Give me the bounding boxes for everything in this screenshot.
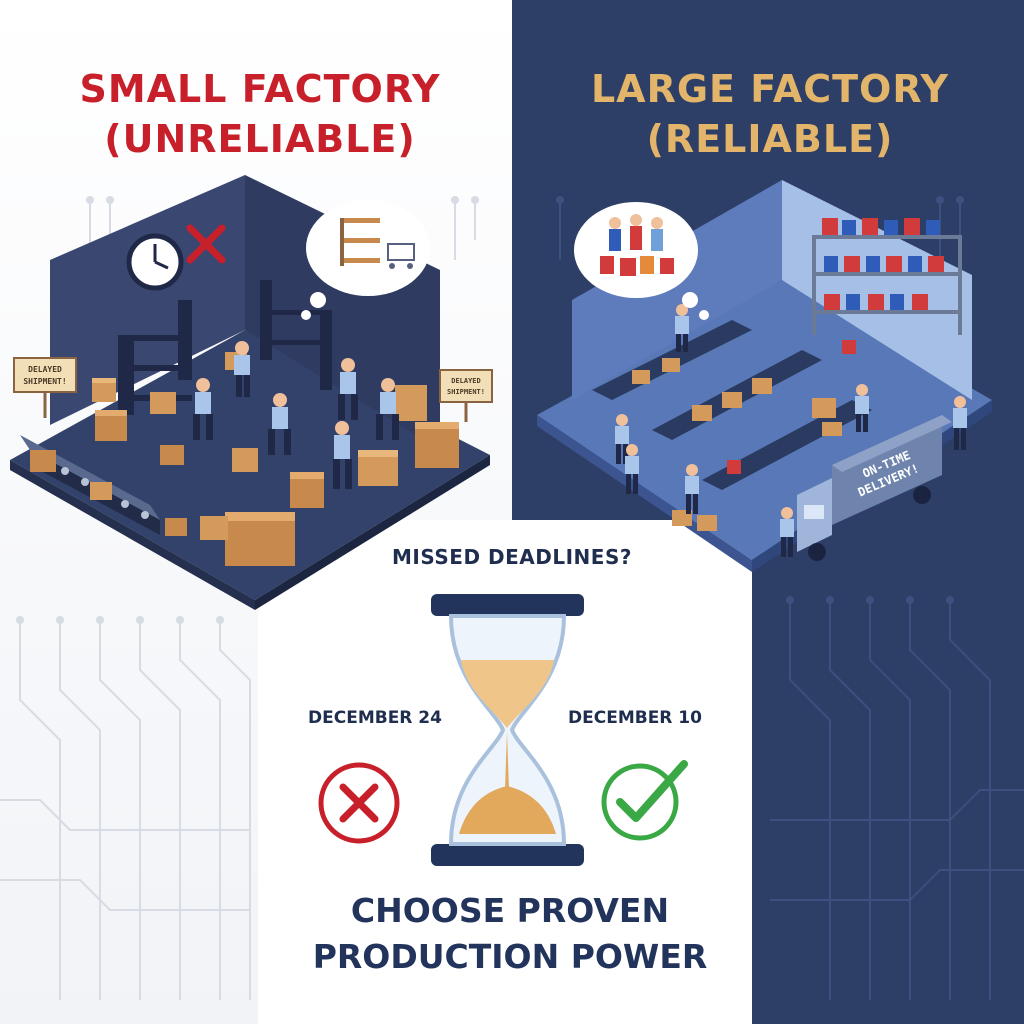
sign-left-line2: SHIPMENT! bbox=[23, 377, 66, 386]
sign-left-line1: DELAYED bbox=[28, 365, 62, 374]
large-factory-title: LARGE FACTORY (RELIABLE) bbox=[570, 64, 970, 164]
cta-line2: PRODUCTION POWER bbox=[312, 937, 708, 976]
small-factory-scene: DELAYED SHIPMENT! DELAYED SHIPMENT! bbox=[10, 175, 493, 610]
large-factory-scene: ON-TIME DELIVERY! bbox=[537, 180, 992, 572]
wall-x-icon bbox=[186, 224, 226, 264]
efficient-workers bbox=[615, 304, 967, 557]
hourglass-icon bbox=[431, 594, 584, 866]
small-factory-title-line1: SMALL FACTORY bbox=[79, 67, 441, 111]
small-factory-title-line2: (UNRELIABLE) bbox=[104, 117, 416, 161]
large-factory-title-line1: LARGE FACTORY bbox=[590, 67, 950, 111]
stressed-workers bbox=[193, 341, 399, 489]
date-right: DECEMBER 10 bbox=[568, 708, 702, 728]
large-factory-title-line2: (RELIABLE) bbox=[646, 117, 894, 161]
missed-deadlines-question: MISSED DEADLINES? bbox=[392, 545, 632, 569]
empty-shelves-thought-bubble bbox=[301, 200, 430, 320]
gift-shelves bbox=[812, 218, 962, 335]
sign-right-line2: SHIPMENT! bbox=[447, 388, 485, 396]
check-circle-icon bbox=[601, 760, 688, 841]
cta-line1: CHOOSE PROVEN bbox=[350, 891, 670, 930]
x-circle-icon bbox=[318, 762, 400, 844]
call-to-action: CHOOSE PROVEN PRODUCTION POWER bbox=[280, 888, 740, 980]
delayed-shipment-sign-right: DELAYED SHIPMENT! bbox=[439, 369, 493, 422]
small-factory-title: SMALL FACTORY (UNRELIABLE) bbox=[60, 64, 460, 164]
delayed-shipment-sign-left: DELAYED SHIPMENT! bbox=[13, 357, 77, 418]
date-left: DECEMBER 24 bbox=[308, 708, 442, 728]
sign-right-line1: DELAYED bbox=[451, 377, 481, 385]
happy-customers-thought-bubble bbox=[574, 202, 709, 320]
